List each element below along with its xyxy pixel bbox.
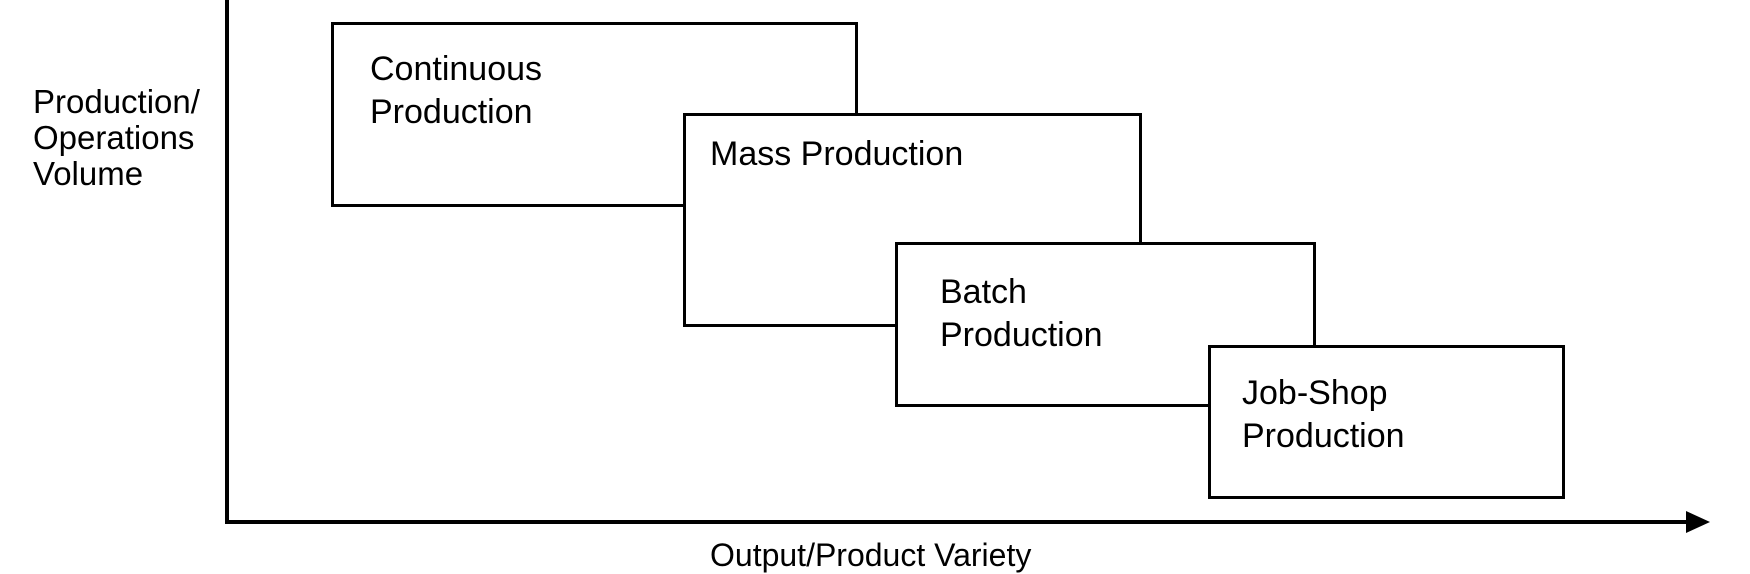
box-label-line: Mass Production [710, 135, 964, 173]
box-label-line: Production [1242, 417, 1405, 455]
box-label-line: Continuous [370, 50, 543, 88]
y-axis-label: Production/ Operations Volume [33, 84, 200, 192]
y-axis-label-line: Production/ [33, 83, 200, 120]
x-axis-line [225, 520, 1687, 524]
box-label-line: Job-Shop [1242, 374, 1388, 412]
box-label-line: Production [940, 316, 1103, 354]
box-label-line: Batch [940, 273, 1027, 311]
box-label-line: Production [370, 93, 533, 131]
y-axis-label-line: Operations [33, 119, 195, 156]
box-job-shop-production: Job-Shop Production [1208, 345, 1565, 499]
y-axis-line [225, 0, 229, 524]
x-axis-arrowhead-icon [1686, 511, 1710, 533]
y-axis-label-line: Volume [33, 155, 144, 192]
x-axis-label: Output/Product Variety [710, 537, 1032, 573]
